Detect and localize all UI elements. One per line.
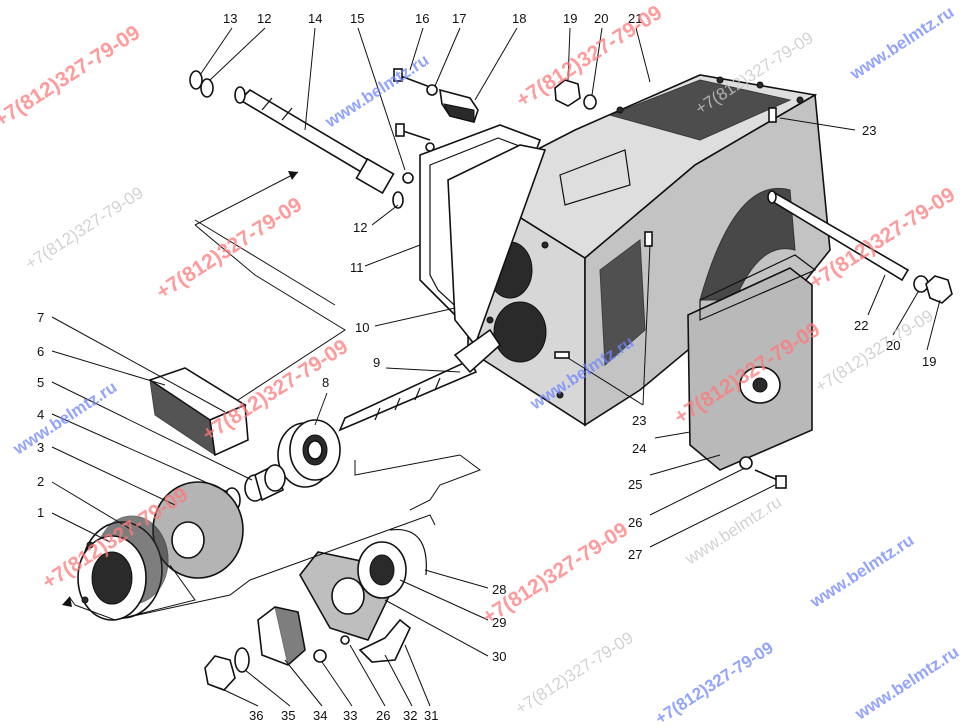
- callout-5: 5: [37, 375, 44, 390]
- callout-28: 28: [492, 582, 506, 597]
- coupling-1: [77, 515, 169, 621]
- nut-19-top: [554, 79, 581, 107]
- callout-20-top: 20: [594, 11, 608, 26]
- callout-2: 2: [37, 474, 44, 489]
- callout-11: 11: [350, 260, 364, 275]
- callout-23-right: 23: [862, 123, 876, 138]
- sleeve-5: [244, 463, 286, 502]
- callout-29: 29: [492, 615, 506, 630]
- callout-35: 35: [281, 708, 295, 723]
- bearing-8: [277, 419, 341, 488]
- callout-26-right: 26: [628, 515, 642, 530]
- callout-18: 18: [512, 11, 526, 26]
- callout-33: 33: [343, 708, 357, 723]
- callout-26-lower: 26: [376, 708, 390, 723]
- callout-12-lower: 12: [353, 220, 367, 235]
- callout-4: 4: [37, 407, 44, 422]
- callout-22: 22: [854, 318, 868, 333]
- ring-12-top: [200, 78, 214, 98]
- callout-30: 30: [492, 649, 506, 664]
- callout-25: 25: [628, 477, 642, 492]
- callout-7: 7: [37, 310, 44, 325]
- shaft-14: [234, 86, 395, 195]
- callout-12-upper: 12: [257, 11, 271, 26]
- callout-16: 16: [415, 11, 429, 26]
- callout-24: 24: [632, 441, 646, 456]
- watermark-grey: www.belmtz.ru: [681, 492, 785, 569]
- assembly-guide-lines: [62, 171, 482, 621]
- washer-20-top: [583, 94, 597, 110]
- callout-27: 27: [628, 547, 642, 562]
- callout-31: 31: [424, 708, 438, 723]
- arrow-head-upper: [288, 171, 298, 180]
- callout-1: 1: [37, 505, 44, 520]
- watermark-phone: +7(812)327-79-09: [478, 518, 632, 629]
- watermark-grey: +7(812)327-79-09: [812, 306, 937, 396]
- callout-8: 8: [322, 375, 329, 390]
- pinion-shaft-9: [338, 328, 502, 432]
- key-block-6: [148, 367, 249, 457]
- callout-32: 32: [403, 708, 417, 723]
- callout-14: 14: [308, 11, 322, 26]
- callout-20-right: 20: [886, 338, 900, 353]
- watermark-site: www.belmtz.ru: [321, 50, 432, 131]
- callout-10: 10: [355, 320, 369, 335]
- ring-13: [189, 70, 203, 90]
- ring-12-lower: [392, 191, 404, 209]
- callout-13: 13: [223, 11, 237, 26]
- watermark-site: www.belmtz.ru: [846, 2, 957, 83]
- washer-26-right: [739, 456, 753, 470]
- nut-19-right: [925, 275, 953, 304]
- watermark-site: www.belmtz.ru: [806, 530, 917, 611]
- callout-15: 15: [350, 11, 364, 26]
- callout-labels: 1 2 3 4 5 6 7 8 9 10 11 12 12 13 14 15 1…: [37, 11, 936, 723]
- arrow-head-lower: [62, 596, 72, 607]
- front-cover-and-gasket: [419, 124, 547, 347]
- watermark-site: +7(812)327-79-09: [652, 638, 777, 728]
- callout-21: 21: [628, 11, 642, 26]
- callout-19-right: 19: [922, 354, 936, 369]
- side-cover: [687, 254, 817, 471]
- watermark-grey: +7(812)327-79-09: [22, 183, 147, 273]
- bolts-and-bracket: [393, 68, 479, 184]
- callout-34: 34: [313, 708, 327, 723]
- callout-19-top: 19: [563, 11, 577, 26]
- watermark-phone: +7(812)327-79-09: [152, 193, 306, 304]
- disc-3: [152, 481, 244, 579]
- callout-36: 36: [249, 708, 263, 723]
- shaft-22: [767, 190, 910, 282]
- lower-assembly: [204, 528, 427, 691]
- callout-17: 17: [452, 11, 466, 26]
- callout-3: 3: [37, 440, 44, 455]
- watermark-site: www.belmtz.ru: [9, 377, 120, 458]
- watermark-phone: +7(812)327-79-09: [0, 21, 144, 132]
- watermark-grey: +7(812)327-79-09: [512, 628, 637, 718]
- callout-leaders: [51, 27, 941, 707]
- callout-6: 6: [37, 344, 44, 359]
- callout-23-lower: 23: [632, 413, 646, 428]
- watermark-site: www.belmtz.ru: [851, 642, 962, 723]
- callout-9: 9: [373, 355, 380, 370]
